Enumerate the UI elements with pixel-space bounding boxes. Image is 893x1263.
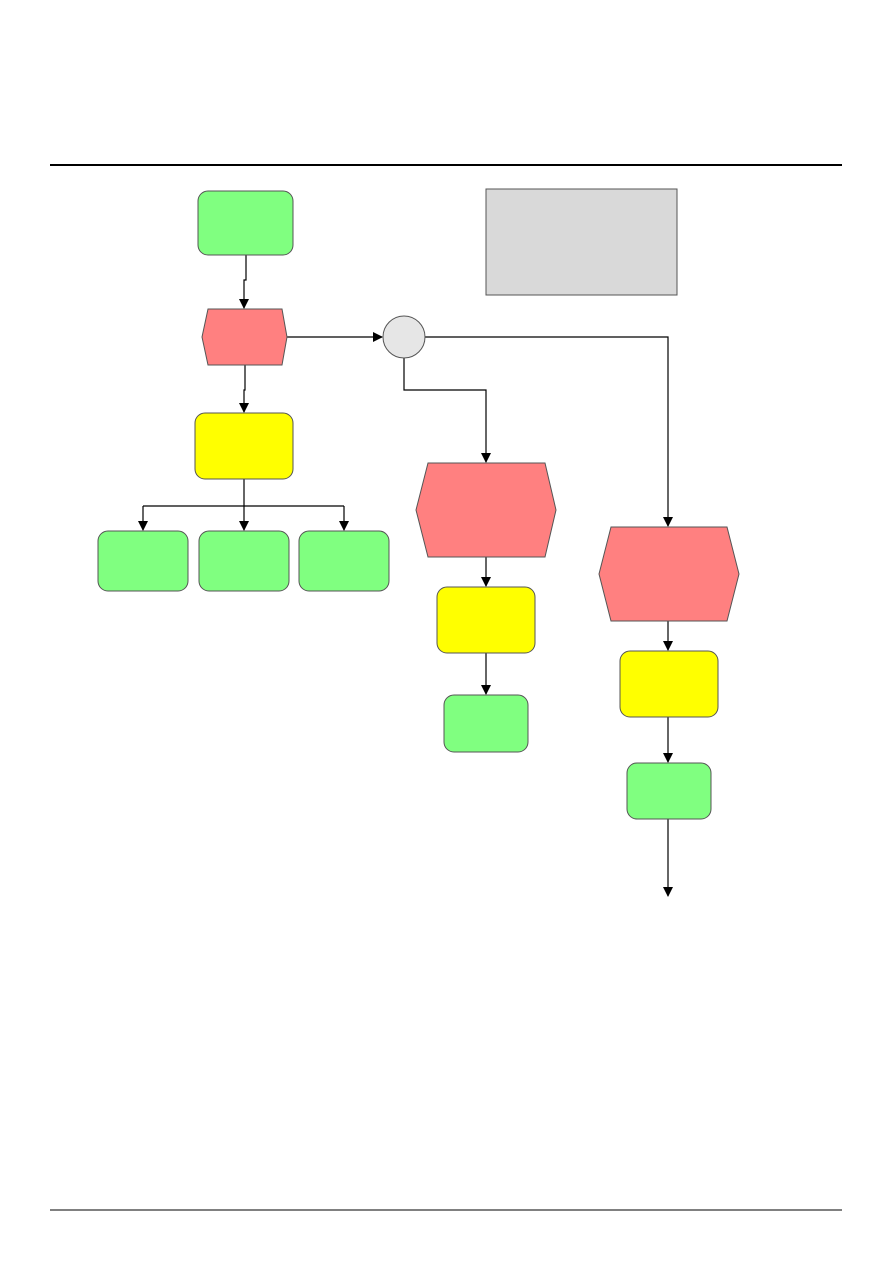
event-node-b[interactable] [198,530,290,592]
edge-decision-to-function [239,365,249,413]
event-node-c[interactable] [298,530,390,592]
decision-node-1[interactable] [201,308,288,366]
connectors [138,255,673,897]
event-node-2[interactable] [443,694,529,753]
function-node-1[interactable] [194,412,294,480]
decision-node-2[interactable] [415,462,557,558]
start-event-node[interactable] [197,190,294,256]
edge-junction-to-decision2 [403,358,491,463]
event-node-3[interactable] [626,762,712,820]
function-node-3[interactable] [619,650,719,718]
junction-node[interactable] [382,315,426,359]
function-node-2[interactable] [436,586,536,654]
edge-start-to-decision [239,255,249,309]
decision-node-3[interactable] [598,526,740,622]
event-node-a[interactable] [97,530,189,592]
edge-junction-to-decision3 [425,336,673,527]
edge-function-split [143,479,344,507]
note-box[interactable] [485,188,678,296]
